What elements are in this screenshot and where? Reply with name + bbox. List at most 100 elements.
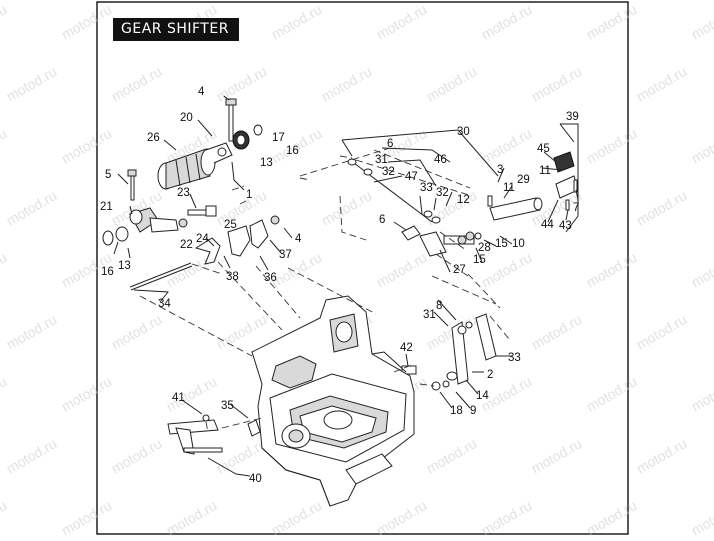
watermark-text: motod.ru	[4, 63, 60, 104]
watermark-text: motod.ru	[529, 435, 585, 476]
watermark-text: motod.ru	[59, 125, 115, 166]
callout-33: 33	[508, 352, 521, 364]
callout-32: 32	[382, 166, 395, 178]
callout-9: 10	[512, 238, 525, 250]
callout-11: 11	[503, 182, 515, 194]
callout-35: 35	[221, 400, 234, 412]
watermark-text: motod.ru	[4, 187, 60, 228]
watermark-text: motod.ru	[424, 63, 480, 104]
callout-3: 4	[295, 233, 302, 245]
callout-34: 34	[158, 298, 171, 310]
watermark-text: motod.ru	[689, 1, 714, 42]
watermark-text: motod.ru	[689, 249, 714, 290]
callout-27: 28	[478, 242, 491, 254]
callout-16b: 16	[101, 266, 114, 278]
callout-32b: 33	[420, 182, 433, 194]
watermark-text: motod.ru	[59, 373, 115, 414]
watermark-text: motod.ru	[214, 63, 270, 104]
watermark-text: motod.ru	[4, 311, 60, 352]
watermark-text: motod.ru	[109, 63, 165, 104]
watermark-text: motod.ru	[479, 1, 535, 42]
callout-45: 45	[537, 143, 550, 155]
callout-19: 20	[180, 112, 193, 124]
watermark-text: motod.ru	[109, 435, 165, 476]
watermark-text: motod.ru	[424, 435, 480, 476]
callout-26: 27	[453, 264, 466, 276]
callout-10: 9	[470, 405, 476, 417]
callout-24: 25	[224, 219, 237, 231]
callout-6b: 6	[379, 214, 385, 226]
watermark-text: motod.ru	[689, 125, 714, 166]
watermark-text: motod.ru	[479, 497, 535, 536]
callout-7: 7	[573, 202, 579, 214]
watermark-text: motod.ru	[529, 311, 585, 352]
callout-40: 40	[249, 473, 262, 485]
callout-13b: 13	[118, 260, 131, 272]
callout-43: 43	[559, 220, 572, 232]
bearing-top	[233, 125, 262, 149]
callout-41: 41	[172, 392, 185, 404]
watermark-text: motod.ru	[269, 1, 325, 42]
watermark-text: motod.ru	[374, 1, 430, 42]
callout-4b: 5	[105, 169, 111, 181]
watermark-text: motod.ru	[479, 249, 535, 290]
callout-20: 21	[100, 201, 113, 213]
callout-28: 29	[517, 174, 530, 186]
watermark-text: motod.ru	[109, 311, 165, 352]
watermark-text: motod.ru	[634, 187, 690, 228]
callout-2: 2	[487, 369, 493, 381]
watermark-text: motod.ru	[529, 63, 585, 104]
watermark-text: motod.ru	[374, 497, 430, 536]
callout-36: 36	[264, 272, 277, 284]
watermark-text: motod.ru	[59, 1, 115, 42]
callout-1: 1	[246, 189, 252, 201]
watermark-text: motod.ru	[374, 249, 430, 290]
watermark-text: motod.ru	[479, 125, 535, 166]
watermark-text: motod.ru	[319, 63, 375, 104]
callout-5: 3	[497, 164, 503, 176]
watermark-text: motod.ru	[0, 1, 9, 42]
callout-17: 17	[272, 132, 285, 144]
pin-22	[188, 206, 216, 216]
callout-12: 12	[457, 194, 470, 206]
watermark-text: motod.ru	[0, 373, 9, 414]
watermark-text: motod.ru	[634, 311, 690, 352]
callout-11b: 11	[539, 165, 551, 177]
transmission-housing	[252, 296, 414, 506]
watermark-text: motod.ru	[214, 311, 270, 352]
callout-14: 14	[476, 390, 489, 402]
callout-21: 22	[180, 239, 193, 251]
watermark-text: motod.ru	[634, 63, 690, 104]
watermark-text: motod.ru	[0, 497, 9, 536]
callout-4: 4	[198, 86, 205, 98]
callout-31b: 32	[436, 187, 449, 199]
diagram-title: GEAR SHIFTER	[113, 18, 239, 41]
callout-8: 8	[436, 300, 442, 312]
callout-37: 37	[279, 249, 292, 261]
watermark-text: motod.ru	[269, 249, 325, 290]
callout-46: 46	[434, 154, 447, 166]
callout-39: 39	[566, 111, 579, 123]
callout-38: 38	[226, 271, 239, 283]
callout-15: 15	[495, 238, 508, 250]
callout-30: 31	[423, 309, 436, 321]
callout-29: 30	[457, 126, 470, 138]
callout-42: 42	[400, 342, 413, 354]
watermark-text: motod.ru	[584, 249, 640, 290]
watermark-text: motod.ru	[269, 497, 325, 536]
watermark-text: motod.ru	[584, 1, 640, 42]
watermark-text: motod.ru	[0, 249, 9, 290]
watermark-text: motod.ru	[319, 187, 375, 228]
callout-25: 26	[147, 132, 160, 144]
watermark-text: motod.ru	[689, 497, 714, 536]
shift-lever	[420, 232, 481, 256]
watermark-text: motod.ru	[584, 497, 640, 536]
callout-44: 44	[541, 219, 554, 231]
callout-6: 6	[387, 138, 393, 150]
callout-47: 47	[405, 171, 418, 183]
watermark-text: motod.ru	[634, 435, 690, 476]
callout-23: 24	[196, 233, 209, 245]
watermark-text: motod.ru	[0, 125, 9, 166]
